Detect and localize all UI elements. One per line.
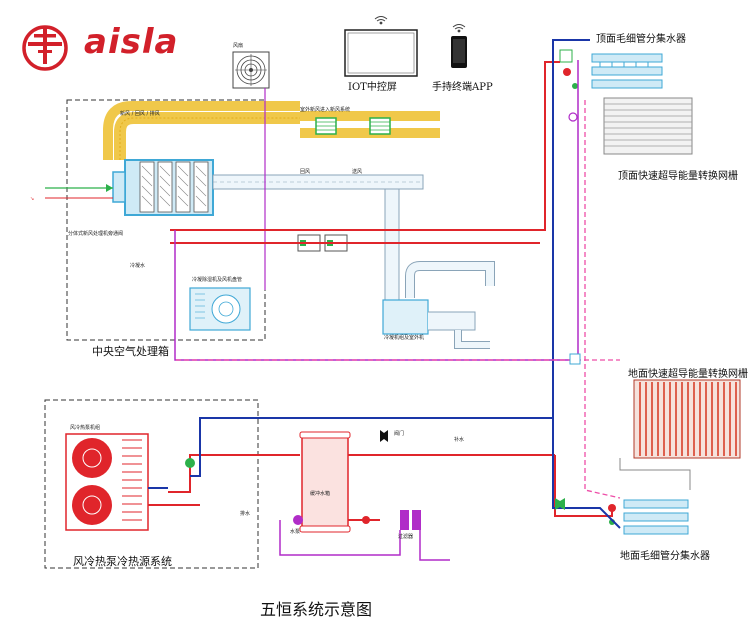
phone-icon [451,36,467,68]
iot-screen-label: IOT中控屏 [348,82,397,93]
ahu-enclosure [66,99,266,341]
supply-note: 送风 [352,169,363,175]
floor-manifold [608,499,689,535]
ahu-bypass-note: 分体式新风处理机旁通阀 [68,231,124,237]
buffer-tank [299,431,351,533]
exhaust-note: 新风 / 回风 / 排风 [120,111,160,117]
heatpump-unit [65,433,149,531]
iot-screen [344,29,418,77]
small-note-1: 补水 [454,437,465,443]
fan-icon [232,51,270,89]
small-note-2: 排水 [240,511,251,517]
dehumid-note: 冷凝除湿机及风机盘管 [192,277,243,283]
ahu-label: 中央空气处理箱 [92,345,169,358]
svg-text:↘: ↘ [30,196,34,202]
tank-label: 缓冲水箱 [310,491,331,497]
filter-label: 过滤器 [398,534,414,540]
fan-label: 风扇 [233,43,244,49]
wifi-icon [452,24,466,33]
diagram-caption: 五恒系统示意图 [260,600,373,619]
floor-panel-label: 地面快速超导能量转换网栅 [628,369,748,380]
supply-duct [212,174,495,349]
floor-panel [633,379,741,459]
return-pipe [148,39,621,529]
roof-manifold [559,49,663,89]
roof-panel [603,97,693,155]
heatpump-unit-label: 风冷热泵机组 [70,425,101,431]
valve-icon [380,353,581,510]
heatpump-system-label: 风冷热泵冷热源系统 [73,555,172,568]
fresh-air-note: 室外新风进入新风系统 [300,107,351,113]
pump-icon [185,458,370,525]
pump-label: 水泵 [290,529,301,535]
app-label: 手持终端APP [432,82,493,93]
condensing-unit [189,287,251,331]
filter-icon [400,510,421,530]
logo-emblem [22,25,68,71]
floor-manifold-label: 地面毛细管分集水器 [620,551,710,562]
roof-panel-label: 顶面快速超导能量转换网栅 [618,171,738,182]
brand-name: aisla [84,22,179,62]
condensing-unit-note: 冷凝机组及室外机 [384,335,425,341]
wifi-icon [374,16,388,25]
return-note: 回风 [300,169,311,175]
roof-manifold-label: 顶面毛细管分集水器 [596,34,686,45]
heatpump-enclosure [44,399,259,569]
small-note-3: 冷凝水 [130,263,146,269]
tank-valve-label: 阀门 [394,431,405,437]
brand-logo: aisla [20,22,215,74]
ahu-unit [112,159,214,216]
